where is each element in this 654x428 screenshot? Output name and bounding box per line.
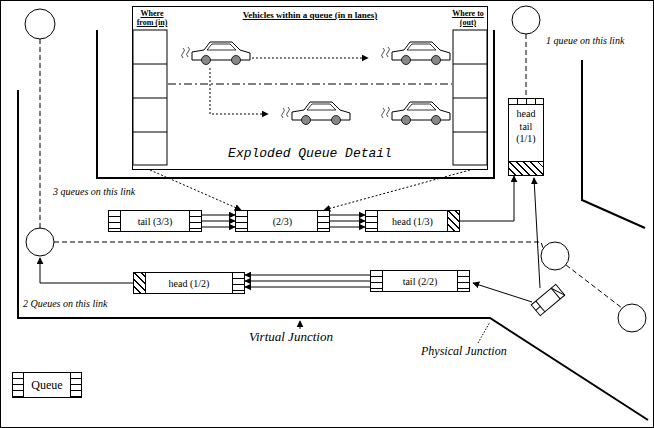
connector-line [324,170,470,210]
junction-label: Physical Junction [420,345,508,358]
connector-line [202,215,235,216]
junction-queue [531,284,565,315]
queue-box: head tail (1/1) [508,98,544,176]
legend-sample [70,373,81,397]
connector-line [245,281,370,282]
queue-end [232,273,244,293]
queue-end [317,211,329,231]
connector-line [330,227,365,228]
queue-label: tail (2/2) [401,276,440,287]
queue-end [189,211,201,231]
queue-label: head (1/2) [167,278,212,289]
queue-label: head tail (1/1) [509,108,543,146]
junction-circles [25,6,646,332]
queue-end [236,211,248,231]
connector-line [460,176,514,221]
legend-entry: Queue [12,372,82,398]
virtual-junction-pointer [300,321,301,329]
queue-box: tail (2/2) [370,270,470,292]
connector-line [330,221,365,222]
queue-end [509,161,543,175]
connector-line [330,215,365,216]
queue-end [134,273,146,293]
legend-text: Queue [29,378,64,393]
column-heading: Where to (out) [450,9,486,27]
junction-label: Virtual Junction [248,330,334,344]
connector-line [150,170,241,210]
connector-line [202,221,235,222]
connector-line [245,287,370,288]
connector-line [245,275,370,276]
flow-arrow [330,215,365,227]
column-heading: Where from (in) [134,9,170,27]
detail-caption: Exploded Queue Detail [133,146,487,161]
queue-box: head (1/3) [365,210,460,232]
column-heading: Vehicles within a queue (in n lanes) [133,10,487,20]
flow-arrow [460,176,514,221]
queue-box: tail (3/3) [108,210,202,232]
detail-pointer [150,170,241,210]
link-note: 2 Queues on this link [22,298,108,309]
queue-end [366,211,378,231]
queue-end [447,211,459,231]
queue-label: tail (3/3) [136,216,175,227]
flow-arrow [245,275,370,287]
vehicle-moves [210,58,368,114]
flow-arrow [202,215,235,227]
queue-box: head (1/2) [133,272,245,294]
outflow-arrow [40,258,133,283]
detail-pointer [324,170,470,210]
queue-box: (2/3) [235,210,330,232]
queue-end [457,271,469,291]
physical-junction-leader [478,322,490,343]
queue-end [371,271,383,291]
vehicles [182,42,451,125]
queue-end [509,99,543,105]
queue-label: (2/3) [271,216,294,227]
lane-divider [168,84,452,85]
lane-columns [133,30,487,165]
junction-arrows [473,178,540,302]
link-note: 1 queue on this link [545,35,625,46]
link-note: 3 queues on this link [52,186,136,197]
connector-line [202,227,235,228]
queue-label: head (1/3) [390,216,435,227]
legend-sample [13,373,24,397]
exploded-queue-box: Where from (in)Vehicles within a queue (… [132,6,488,170]
queue-end [109,211,121,231]
